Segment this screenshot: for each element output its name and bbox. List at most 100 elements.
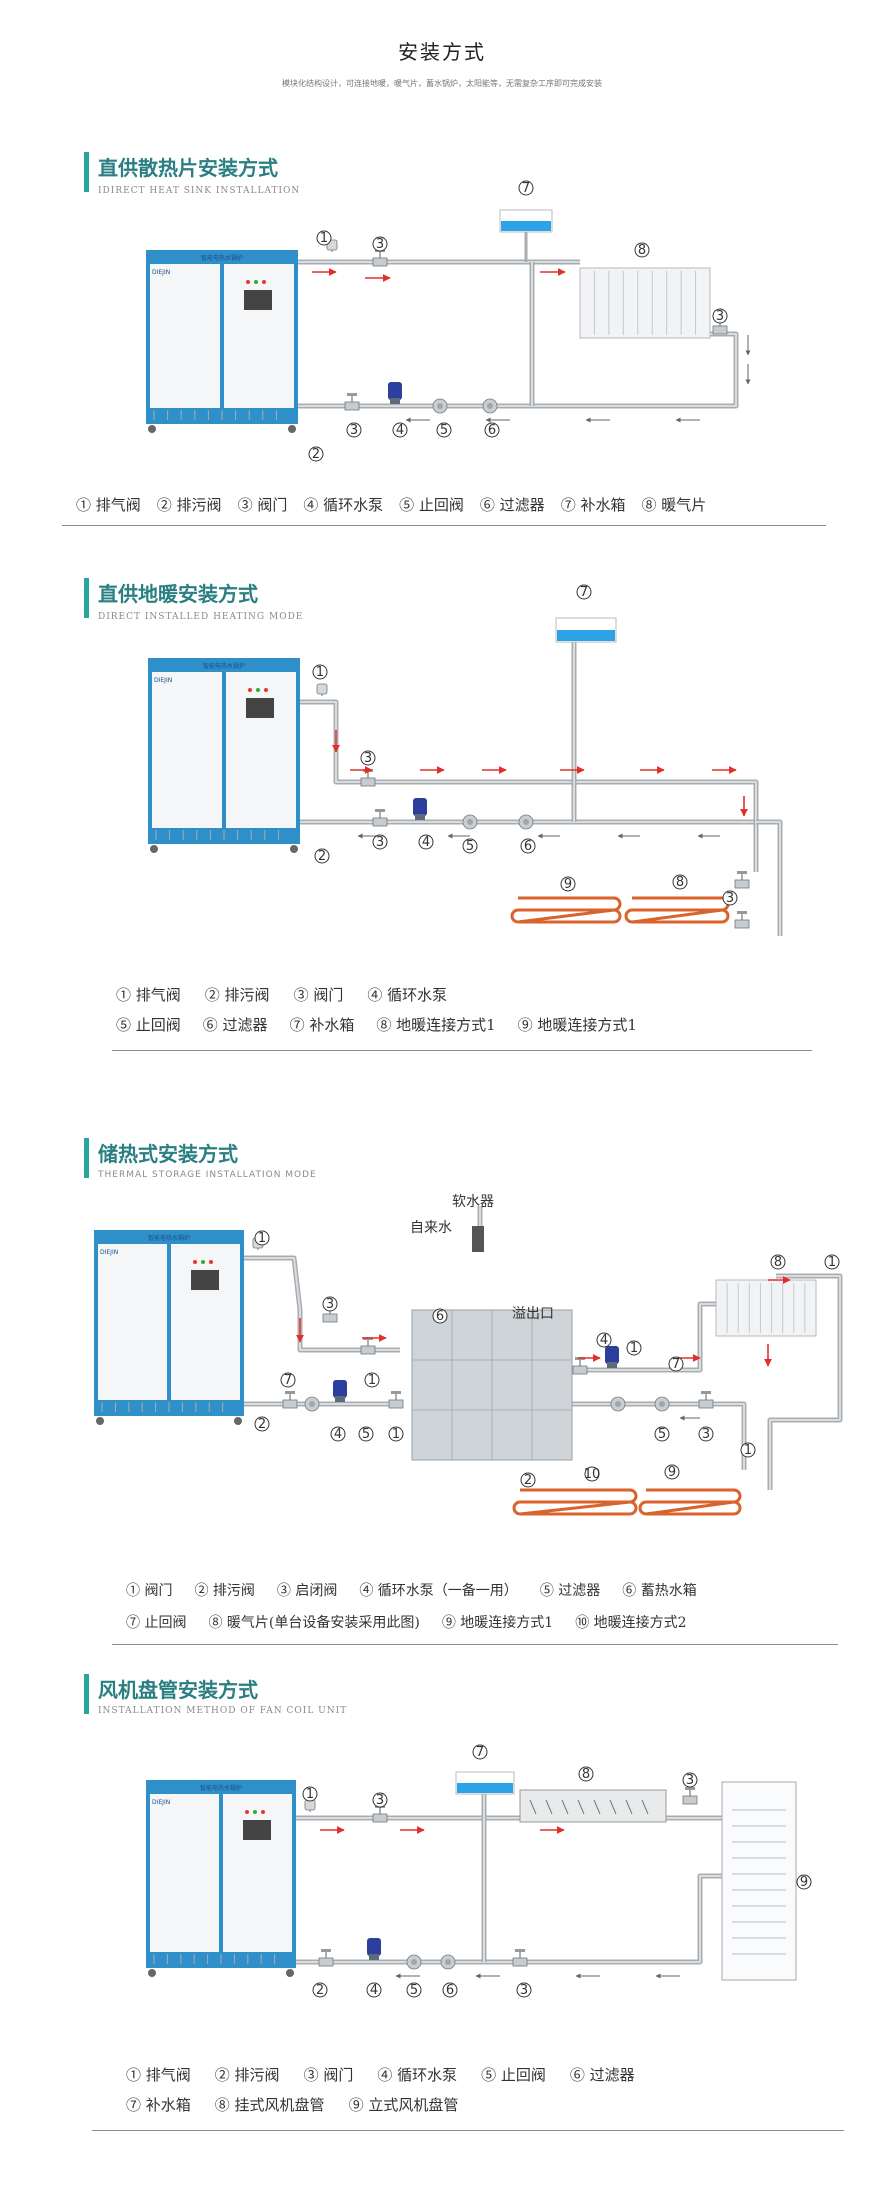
electric-boiler-icon: 智能电热水锅炉 DIEJIN	[94, 1230, 244, 1425]
component-number-label: 9	[668, 1465, 676, 1480]
page-title: 安装方式	[398, 40, 486, 64]
divider	[62, 525, 826, 526]
component-number: 7	[280, 1372, 296, 1388]
valve-icon	[372, 809, 388, 827]
legend-item: ① 排气阀	[76, 496, 141, 514]
component-number-label: 3	[376, 237, 384, 252]
section-title-floor-heating: 直供地暖安装方式	[98, 582, 258, 606]
fan-coil-vent	[625, 1799, 633, 1815]
component-number-label: 4	[396, 423, 404, 438]
pipe-highlight	[300, 701, 757, 872]
legend-item: ⑤ 止回阀	[116, 1016, 181, 1034]
component-number: 3	[516, 1982, 532, 1998]
component-number-label: 3	[376, 835, 384, 850]
component-number: 3	[346, 422, 362, 438]
boiler-label: 智能电热水锅炉	[200, 1784, 242, 1792]
component-number: 6	[484, 422, 500, 438]
boiler-brand: DIEJIN	[100, 1249, 118, 1256]
component-number: 7	[576, 584, 592, 600]
component-number-label: 1	[392, 1427, 400, 1442]
component-number: 4	[418, 834, 434, 850]
pump-icon	[333, 1380, 347, 1402]
component-number-label: 1	[828, 1255, 836, 1270]
component-number: 7	[668, 1356, 684, 1372]
valve-icon	[734, 871, 750, 889]
makeup-tank-icon	[499, 209, 553, 233]
component-number-label: 1	[306, 1787, 314, 1802]
component-number-circle	[372, 236, 388, 252]
filter-icon	[462, 814, 478, 830]
component-number-circle	[516, 1982, 532, 1998]
component-number-circle	[654, 1426, 670, 1442]
section-subtitle-thermal-storage: THERMAL STORAGE INSTALLATION MODE	[98, 1170, 317, 1180]
component-number-circle	[280, 1372, 296, 1388]
legend-item: ⑧ 暖气片	[641, 496, 707, 514]
component-number-label: 3	[376, 1793, 384, 1808]
valve-icon	[682, 1787, 698, 1805]
section-accent-bar	[84, 578, 89, 618]
legend-item: ⑧ 挂式风机盘管	[214, 2096, 325, 2114]
component-number-circle	[366, 1982, 382, 1998]
component-number-circle	[578, 1766, 594, 1782]
legend-item: ④ 循环水泵	[303, 496, 384, 514]
component-number-label: 6	[524, 839, 532, 854]
boiler-label: 智能电热水锅炉	[203, 662, 245, 670]
legend-item: ⑨ 立式风机盘管	[348, 2096, 459, 2114]
component-number: 6	[520, 838, 536, 854]
component-number: 3	[322, 1296, 338, 1312]
component-number-circle	[682, 1772, 698, 1788]
section-subtitle-fan-coil: INSTALLATION METHOD OF FAN COIL UNIT	[98, 1706, 348, 1716]
boiler-label: 智能电热水锅炉	[148, 1234, 190, 1242]
legend-item: ⑤ 止回阀	[399, 496, 464, 514]
component-number: 1	[312, 664, 328, 680]
component-number-label: 9	[800, 1875, 808, 1890]
component-number-circle	[254, 1416, 270, 1432]
component-number-label: 8	[774, 1255, 782, 1270]
component-number-label: 4	[600, 1333, 608, 1348]
legend-item: ⑥ 过滤器	[569, 2066, 635, 2084]
component-number-label: 2	[258, 1417, 266, 1432]
component-number: 9	[796, 1874, 812, 1890]
valve-icon	[318, 1949, 334, 1967]
component-number-circle	[740, 1442, 756, 1458]
component-number-label: 6	[436, 1309, 444, 1324]
valve-icon	[512, 1949, 528, 1967]
pipe-highlight	[244, 1257, 400, 1351]
component-number-circle	[358, 1426, 374, 1442]
air-vent-icon	[316, 683, 328, 696]
component-number: 5	[654, 1426, 670, 1442]
component-number-circle	[576, 584, 592, 600]
component-number-circle	[672, 874, 688, 890]
component-number-circle	[316, 230, 332, 246]
component-number-label: 7	[284, 1373, 292, 1388]
component-number-circle	[322, 1296, 338, 1312]
component-number-circle	[634, 242, 650, 258]
pipe-highlight	[556, 1403, 745, 1470]
component-number-label: 5	[466, 839, 474, 854]
component-number: 2	[314, 848, 330, 864]
component-number-circle	[302, 1786, 318, 1802]
component-number-circle	[406, 1982, 422, 1998]
section-title-thermal-storage: 储热式安装方式	[98, 1142, 238, 1166]
overflow-label: 溢出口	[512, 1306, 554, 1322]
component-number: 8	[770, 1254, 786, 1270]
floor-heating-coil	[512, 1488, 638, 1516]
standing-fan-coil-icon	[721, 1781, 797, 1981]
component-number-label: 2	[524, 1473, 532, 1488]
component-number: 4	[330, 1426, 346, 1442]
legend-item: ⑤ 止回阀	[481, 2066, 546, 2084]
component-number: 8	[672, 874, 688, 890]
component-number-label: 8	[582, 1767, 590, 1782]
component-number-circle	[722, 890, 738, 906]
component-number: 1	[302, 1786, 318, 1802]
component-number-label: 8	[676, 875, 684, 890]
floor-heating-coil	[638, 1488, 742, 1516]
legend-item: ⑩ 地暖连接方式2	[575, 1615, 687, 1631]
component-number-circle	[584, 1466, 600, 1482]
pipe	[244, 1255, 400, 1353]
